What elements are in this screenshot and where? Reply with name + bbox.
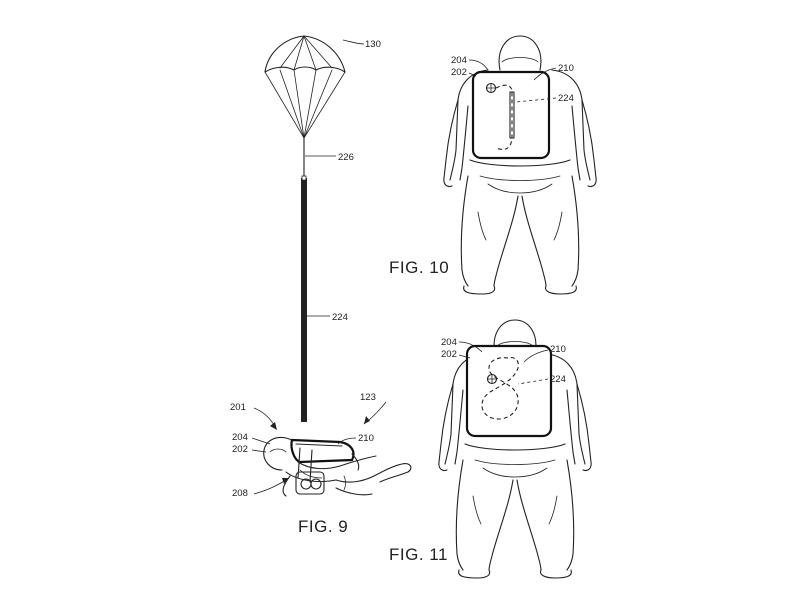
parachute-canopy	[264, 35, 346, 139]
ref-123: 123	[360, 392, 376, 403]
ref-202-fig11: 202	[441, 349, 457, 360]
ref-204-fig11: 204	[441, 337, 457, 348]
ref-204-fig9: 204	[232, 432, 248, 443]
ref-204-fig10: 204	[451, 55, 467, 66]
ref-224: 224	[332, 312, 348, 323]
fig11: 204 202 210 224 FIG. 11	[389, 319, 592, 579]
ref-130: 130	[365, 39, 381, 50]
caption-fig9: FIG. 9	[298, 517, 348, 536]
ref-210-fig9: 210	[358, 433, 374, 444]
fig10: 204 202 210 224 FIG. 10	[389, 35, 597, 295]
bridle-tube	[301, 178, 307, 422]
caption-fig11: FIG. 11	[389, 545, 448, 564]
fig9: 130 226 224 123 201 204 202 210 208 FIG.…	[230, 35, 412, 536]
backpack	[465, 344, 553, 438]
handle-icon	[485, 82, 497, 94]
ref-224-fig11: 224	[550, 374, 566, 385]
ref-210-fig10: 210	[558, 63, 574, 74]
ref-226: 226	[338, 152, 354, 163]
ref-224-fig10: 224	[558, 93, 574, 104]
bridle-route-dashed	[495, 84, 513, 151]
ref-201: 201	[230, 402, 246, 413]
ref-202-fig9: 202	[232, 444, 248, 455]
ref-210-fig11: 210	[550, 344, 566, 355]
leader-130	[342, 39, 365, 45]
ref-208: 208	[232, 488, 248, 499]
backpack	[471, 70, 551, 160]
caption-fig10: FIG. 10	[389, 258, 449, 277]
bridle-route-dashed	[481, 356, 519, 420]
skydiver-prone	[263, 436, 412, 497]
ref-202-fig10: 202	[451, 67, 467, 78]
